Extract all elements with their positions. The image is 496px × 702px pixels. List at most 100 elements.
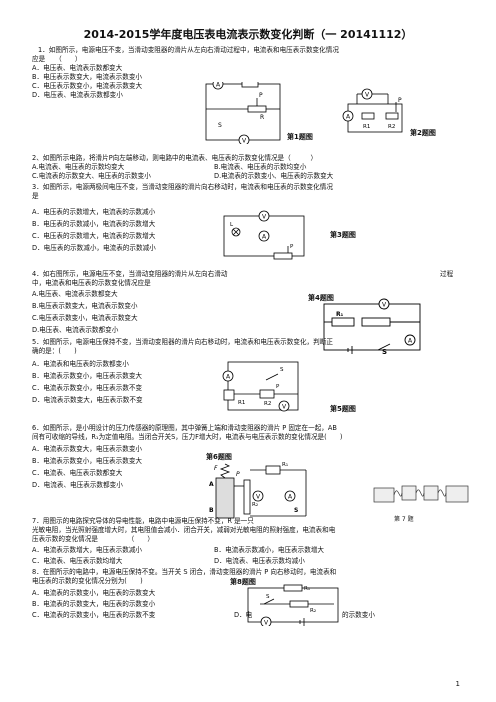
svg-text:R₂: R₂ xyxy=(252,502,258,508)
q4-stem-1-end: 过程 xyxy=(440,270,454,278)
q3-option-a: A．电压表的示数增大，电流表的示数减小 xyxy=(32,208,156,216)
svg-text:S: S xyxy=(218,122,222,129)
q3-stem-1: 3．如图所示，电源两极间电压不变，当滑动变阻器的滑片向右移动时，电流表和电压表的… xyxy=(32,183,333,191)
svg-text:R₁: R₁ xyxy=(336,311,344,318)
q2-stem: 2、如图所示电路，将滑片P向左端移动，则电路中的电流表、电压表的示数变化情况是（… xyxy=(32,154,318,162)
q3-option-d: D．电压表的示数减小，电流表的示数减小 xyxy=(32,244,156,252)
svg-text:V: V xyxy=(264,620,269,627)
svg-text:A: A xyxy=(288,494,293,501)
svg-text:B: B xyxy=(209,507,214,514)
q1-stem-1: 1．如图所示，电源电压不变，当滑动变阻器的滑片从左向右滑动过程中，电流表和电压表… xyxy=(38,46,339,54)
figure-2-caption: 第2题图 xyxy=(410,129,436,137)
page-title: 2014-2015学年度电压表电流表示数变化判断（一 20141112） xyxy=(83,28,413,41)
svg-text:A: A xyxy=(408,338,413,345)
figure-3-caption: 第3题图 xyxy=(330,231,356,239)
q6-stem-1: 6．如图所示，是小明设计的压力传感器的原理图，其中弹簧上端和滑动变阻器的滑片 P… xyxy=(32,424,337,432)
svg-text:V: V xyxy=(262,214,267,221)
q8-option-c: C．电流表的示数变小，电压表的示数不变 xyxy=(32,611,156,619)
svg-text:P: P xyxy=(398,97,402,104)
q1-option-b: B．电压表示数变大，电流表示数变小 xyxy=(32,73,143,81)
figure-7-apparatus xyxy=(372,474,472,514)
q5-option-b: B．电流表示数变小，电压表示数变大 xyxy=(32,372,143,380)
q1-stem-2: 应是 （ ） xyxy=(32,55,82,63)
q2-option-d: D.电流表的示数变小、电压表的示数变大 xyxy=(214,172,334,180)
figure-4-circuit: V R₁ A S xyxy=(318,290,428,356)
q4-option-c: C.电压表示数变小，电流表示数变大 xyxy=(32,314,138,322)
q7-stem-3: 压表示数的变化情况是 （ ） xyxy=(32,535,154,543)
svg-text:S: S xyxy=(294,507,298,514)
q2-option-a: A.电流表、电压表的示数均变大 xyxy=(32,163,125,171)
q4-option-d: D.电压表、电流表示数都变小 xyxy=(32,326,119,334)
svg-text:V: V xyxy=(382,302,387,309)
svg-text:A: A xyxy=(209,481,214,488)
q2-option-c: C.电流表的示数变大、电压表的示数变小 xyxy=(32,172,151,180)
svg-text:R1: R1 xyxy=(238,400,245,406)
figure-1-caption: 第1题图 xyxy=(287,133,313,141)
svg-text:F: F xyxy=(214,465,218,472)
q8-option-d-start: D．电 xyxy=(234,611,253,619)
svg-text:R₁: R₁ xyxy=(304,586,310,592)
svg-text:V: V xyxy=(365,92,370,99)
q6-option-b: B．电流表示数变小，电压表示数变大 xyxy=(32,457,143,465)
q5-stem-1: 5．如图所示，电源电压保持不变，当滑动变阻器的滑片向右移动时，电流表和电压表示数… xyxy=(32,338,333,346)
svg-text:P: P xyxy=(259,92,263,99)
figure-6-caption: 第6题图 xyxy=(206,453,232,461)
q8-option-d-end: 的示数变小 xyxy=(342,611,375,619)
svg-text:S: S xyxy=(382,348,387,356)
q6-option-a: A．电流表示数变大，电压表示数变小 xyxy=(32,445,143,453)
q7-option-c: C．电流表、电压表示数均增大 xyxy=(32,557,123,565)
q7-stem-2: 光敏电阻，当光照射强度增大时，其电阻值会减小．闭合开关，减弱对光敏电阻的照射强度… xyxy=(32,526,336,534)
svg-text:A: A xyxy=(262,234,267,241)
q1-option-a: A．电压表、电流表示数都变大 xyxy=(32,64,123,72)
svg-text:P: P xyxy=(290,244,294,250)
q2-option-b: B.电流表、电压表的示数均变小 xyxy=(214,163,307,171)
svg-text:S: S xyxy=(280,367,284,373)
svg-text:R2: R2 xyxy=(264,401,271,407)
svg-text:R1: R1 xyxy=(363,124,370,130)
q6-stem-2: 间有可收缩的导线，R₁为定值电阻。当闭合开关S，压力F增大时，电流表与电压表示数… xyxy=(32,433,343,441)
q3-stem-2: 是 xyxy=(32,192,39,200)
q4-stem-2: 中，电流表和电压表的示数变化情况应是 xyxy=(32,279,151,287)
q8-stem-2: 电压表的示数的变化情况分别为( ) xyxy=(32,577,143,585)
svg-text:R₁: R₁ xyxy=(282,462,288,468)
q5-option-a: A．电流表和电压表的示数都变小 xyxy=(32,360,129,368)
svg-text:S: S xyxy=(266,594,270,600)
svg-text:V: V xyxy=(242,138,247,145)
q1-option-c: C．电压表示数变小，电流表示数变大 xyxy=(32,82,143,90)
figure-3-circuit: V L A P xyxy=(218,206,324,262)
svg-text:R2: R2 xyxy=(388,124,395,130)
q4-option-b: B.电压表示数变大，电流表示数变小 xyxy=(32,302,138,310)
svg-text:L: L xyxy=(230,222,234,228)
q1-option-d: D．电压表、电流表示数都变小 xyxy=(32,91,123,99)
q7-stem-1: 7．用图示的电路探究导体的导电性能，电路中电源电压保持不变，R 是一只 xyxy=(32,517,254,525)
figure-8-circuit: R₁ R₂ S V xyxy=(244,584,344,626)
figure-4-caption: 第4题图 xyxy=(308,294,334,302)
figure-5-caption: 第5题图 xyxy=(330,405,356,413)
svg-text:V: V xyxy=(282,404,287,411)
svg-text:R₂: R₂ xyxy=(310,608,316,614)
figure-6-circuit: A B P F R₁ V R₂ A S xyxy=(206,462,316,520)
svg-text:V: V xyxy=(256,494,261,501)
q8-option-b: B．电流表的示数变大，电压表的示数变小 xyxy=(32,600,156,608)
ammeter-label: A xyxy=(216,82,221,89)
svg-text:A: A xyxy=(226,374,231,381)
svg-text:P: P xyxy=(276,384,280,390)
q4-option-a: A.电压表、电流表示数都变大 xyxy=(32,290,118,298)
page-number: 1 xyxy=(455,680,460,688)
q5-option-c: C．电流表示数变小，电压表示数不变 xyxy=(32,384,143,392)
svg-text:P: P xyxy=(236,471,240,478)
svg-text:A: A xyxy=(346,114,351,121)
q5-option-d: D．电流表示数变大，电压表示数不变 xyxy=(32,396,143,404)
q6-option-c: C．电流表、电压表示数都变大 xyxy=(32,469,123,477)
q8-option-a: A．电流表的示数变小，电压表的示数变大 xyxy=(32,589,156,597)
figure-8-caption: 第8题图 xyxy=(230,578,256,586)
figure-2-circuit: V A R1 R2 P xyxy=(342,86,406,134)
figure-7-caption: 第 7 题 xyxy=(394,516,414,523)
q6-option-d: D．电流表、电压表示数都变小 xyxy=(32,481,123,489)
q7-option-b: B．电流表示数减小，电压表示数增大 xyxy=(214,546,325,554)
q7-option-a: A．电流表示数增大，电压表示数减小 xyxy=(32,546,143,554)
q8-stem-1: 8．在图所示的电路中，电源电压保持不变。当开关 S 闭合，滑动变阻器的滑片 P … xyxy=(32,568,337,576)
q3-option-b: B．电压表的示数减小，电流表的示数增大 xyxy=(32,220,156,228)
q7-option-d: D．电流表、电压表示数均减小 xyxy=(214,557,305,565)
